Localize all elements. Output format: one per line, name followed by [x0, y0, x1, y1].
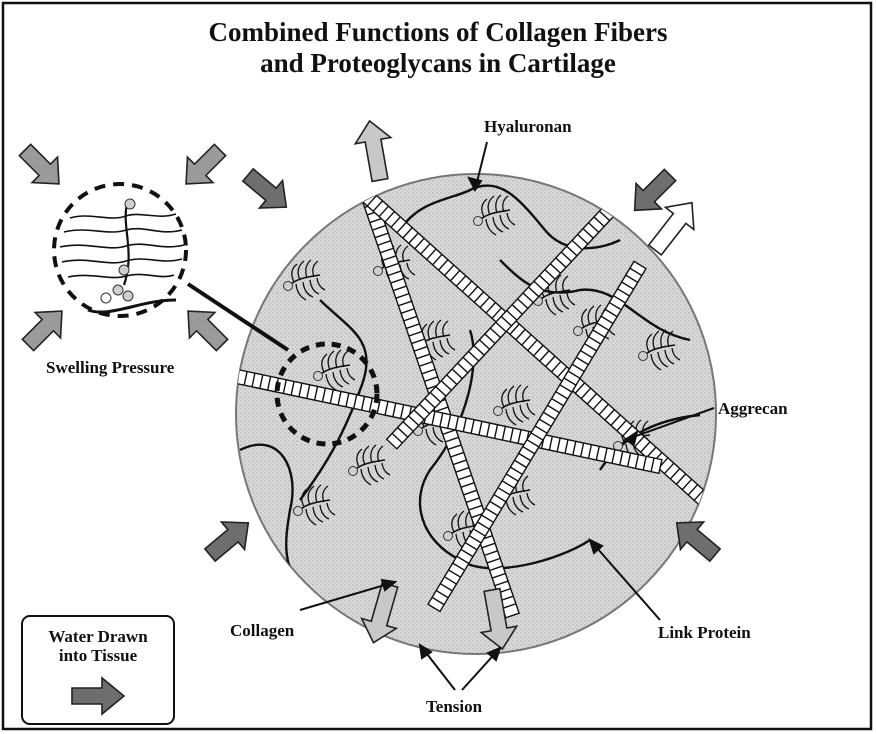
label-tension: Tension	[426, 697, 483, 716]
label-hyaluronan: Hyaluronan	[484, 117, 572, 136]
label-link-protein: Link Protein	[658, 623, 751, 642]
legend-box: Water Drawn into Tissue	[22, 616, 174, 724]
legend-line-2: into Tissue	[59, 646, 138, 665]
cartilage-tissue-circle	[236, 174, 716, 654]
title-line-1: Combined Functions of Collagen Fibers	[208, 17, 667, 47]
legend-line-1: Water Drawn	[48, 627, 148, 646]
label-aggrecan: Aggrecan	[718, 399, 788, 418]
label-swelling-pressure: Swelling Pressure	[46, 358, 175, 377]
swelling-inset	[54, 184, 186, 316]
label-collagen: Collagen	[230, 621, 295, 640]
title-line-2: and Proteoglycans in Cartilage	[260, 48, 616, 78]
